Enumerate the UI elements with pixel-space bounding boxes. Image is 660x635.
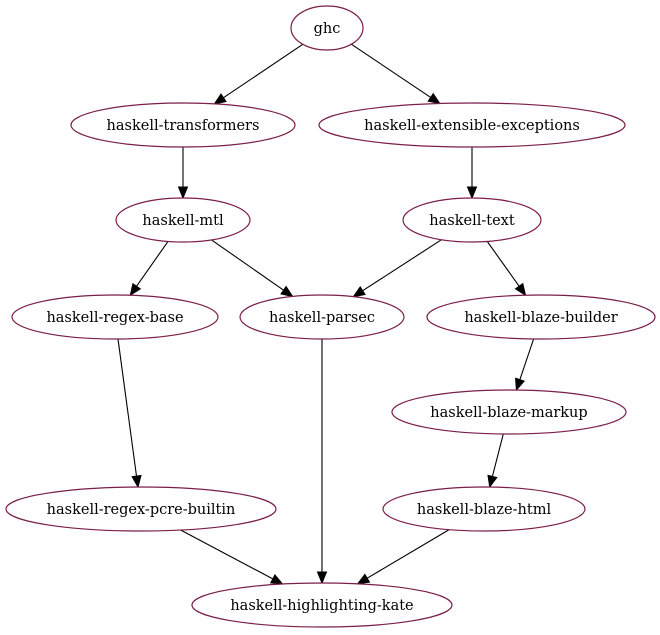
arrowhead	[514, 282, 527, 297]
node-ellipse	[290, 5, 364, 51]
edge-line	[223, 43, 304, 99]
edge-text-to-blaze-builder	[486, 241, 527, 297]
node-ellipse	[426, 294, 656, 340]
edge-line	[362, 239, 442, 292]
edge-blaze-builder-to-blaze-markup	[515, 338, 535, 392]
arrowhead	[269, 574, 284, 585]
arrowhead	[129, 282, 142, 297]
node-ghc: ghc	[290, 5, 364, 51]
edge-text-to-parsec	[352, 239, 442, 298]
edge-ghc-to-transformers	[213, 43, 304, 105]
node-blaze-markup: haskell-blaze-markup	[391, 389, 627, 435]
node-ellipse	[191, 582, 453, 628]
edge-blaze-html-to-highlighting-kate	[356, 529, 450, 585]
node-regex-pcre-builtin: haskell-regex-pcre-builtin	[5, 486, 277, 532]
edge-parsec-to-highlighting-kate	[316, 339, 328, 585]
node-label: haskell-transformers	[107, 118, 260, 134]
arrowhead	[356, 573, 371, 585]
node-label: haskell-blaze-html	[417, 502, 552, 518]
node-ellipse	[70, 102, 296, 148]
node-parsec: haskell-parsec	[239, 294, 405, 340]
edges-layer	[117, 43, 535, 585]
arrowhead	[316, 571, 328, 585]
node-label: haskell-blaze-markup	[430, 405, 587, 421]
arrowhead	[213, 93, 227, 105]
node-label: haskell-blaze-builder	[464, 310, 617, 326]
node-ellipse	[115, 197, 251, 243]
edge-line	[350, 43, 432, 98]
node-label: haskell-highlighting-kate	[230, 598, 413, 614]
edge-transformers-to-mtl	[177, 147, 189, 200]
edge-line	[519, 338, 535, 380]
node-transformers: haskell-transformers	[70, 102, 296, 148]
node-ellipse	[11, 294, 219, 340]
edge-line	[486, 241, 520, 287]
arrowhead	[352, 286, 366, 298]
node-text: haskell-text	[402, 197, 542, 243]
arrowhead	[177, 186, 189, 200]
edge-line	[117, 338, 138, 477]
edge-ghc-to-extensible-exceptions	[350, 43, 441, 105]
node-ellipse	[402, 197, 542, 243]
node-label: haskell-mtl	[142, 213, 224, 229]
node-label: haskell-regex-base	[46, 310, 183, 326]
arrowhead	[131, 474, 142, 489]
node-ellipse	[391, 389, 627, 435]
edge-line	[136, 241, 169, 287]
edge-mtl-to-regex-base	[129, 241, 169, 297]
edge-line	[211, 239, 284, 291]
node-label: haskell-extensible-exceptions	[364, 118, 580, 134]
node-ellipse	[239, 294, 405, 340]
arrowhead	[280, 285, 294, 298]
edge-line	[491, 433, 504, 477]
nodes-layer: ghc haskell-transformers haskell-extensibl…	[5, 5, 656, 628]
arrowhead	[515, 377, 526, 392]
arrowhead	[427, 92, 441, 105]
node-label: haskell-regex-pcre-builtin	[47, 502, 236, 518]
node-blaze-html: haskell-blaze-html	[382, 486, 586, 532]
node-highlighting-kate: haskell-highlighting-kate	[191, 582, 453, 628]
node-regex-base: haskell-regex-base	[11, 294, 219, 340]
edge-blaze-markup-to-blaze-html	[487, 433, 504, 489]
node-ellipse	[382, 486, 586, 532]
arrowhead	[466, 186, 478, 200]
arrowhead	[487, 474, 498, 489]
edge-mtl-to-parsec	[211, 239, 294, 298]
node-ellipse	[5, 486, 277, 532]
node-label: ghc	[314, 21, 341, 37]
edge-regex-base-to-regex-pcre-builtin	[117, 338, 142, 489]
node-label: haskell-text	[429, 213, 515, 229]
edge-line	[180, 529, 274, 580]
node-ellipse	[318, 102, 626, 148]
edge-extensible-exceptions-to-text	[466, 147, 478, 200]
node-label: haskell-parsec	[269, 310, 375, 326]
node-extensible-exceptions: haskell-extensible-exceptions	[318, 102, 626, 148]
edge-line	[366, 529, 450, 579]
node-mtl: haskell-mtl	[115, 197, 251, 243]
node-blaze-builder: haskell-blaze-builder	[426, 294, 656, 340]
edge-regex-pcre-builtin-to-highlighting-kate	[180, 529, 284, 585]
